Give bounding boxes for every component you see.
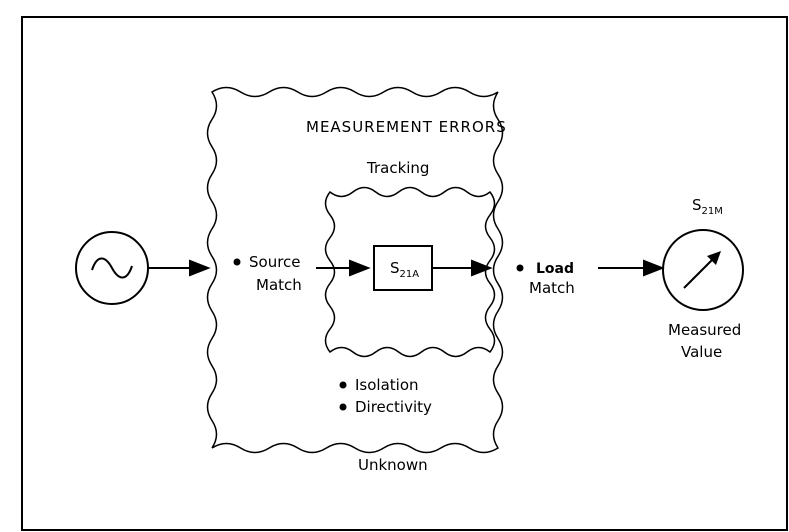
bullet-icon — [516, 264, 524, 272]
load-match-label-line1: Load — [536, 261, 574, 277]
value-label: Value — [681, 343, 722, 361]
dut-label: S21A — [390, 259, 419, 280]
unknown-label: Unknown — [358, 456, 428, 474]
bullet-icon — [233, 258, 241, 266]
sine-wave-icon — [91, 257, 133, 279]
source-match-label-line1: Source — [249, 253, 301, 271]
signal-arrows — [148, 259, 665, 277]
measurement-meter — [662, 229, 744, 311]
directivity-label: Directivity — [355, 398, 432, 416]
bullet-icon — [339, 381, 347, 389]
dut-block: S21A — [373, 245, 433, 291]
signal-source — [75, 231, 149, 305]
page-frame — [21, 16, 788, 531]
source-match-label-line2: Match — [256, 276, 302, 294]
tracking-cloud — [324, 186, 496, 358]
load-match-label-line2: Match — [529, 279, 575, 297]
meter-needle-icon — [707, 251, 721, 265]
measurement-errors-title: MEASUREMENT ERRORS — [306, 118, 507, 136]
tracking-label: Tracking — [366, 159, 429, 177]
bullet-icon — [339, 403, 347, 411]
meter-s21m-label: S21M — [692, 196, 723, 217]
measured-label: Measured — [668, 321, 741, 339]
isolation-label: Isolation — [355, 376, 419, 394]
measurement-errors-cloud — [206, 86, 504, 454]
